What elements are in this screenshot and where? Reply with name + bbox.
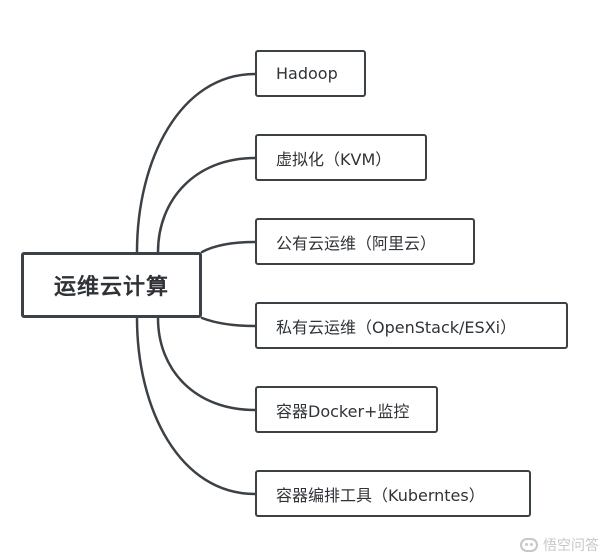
node-kuberntes: 容器编排工具（Kuberntes） xyxy=(255,470,531,517)
connector-public-cloud xyxy=(200,240,257,254)
node-kvm: 虚拟化（KVM） xyxy=(255,134,427,181)
speech-bubble-icon xyxy=(520,538,538,552)
root-node: 运维云计算 xyxy=(21,252,202,318)
watermark-text: 悟空问答 xyxy=(543,538,599,554)
connector-hadoop xyxy=(135,72,257,254)
node-public-cloud: 公有云运维（阿里云） xyxy=(255,218,475,265)
connector-kuberntes xyxy=(135,316,257,496)
connector-docker xyxy=(156,316,257,412)
node-private-cloud: 私有云运维（OpenStack/ESXi） xyxy=(255,302,568,349)
connector-private-cloud xyxy=(200,316,257,328)
watermark: 悟空问答 xyxy=(520,535,599,555)
node-docker: 容器Docker+监控 xyxy=(255,386,438,433)
connector-kvm xyxy=(156,156,257,254)
node-hadoop: Hadoop xyxy=(255,50,366,97)
